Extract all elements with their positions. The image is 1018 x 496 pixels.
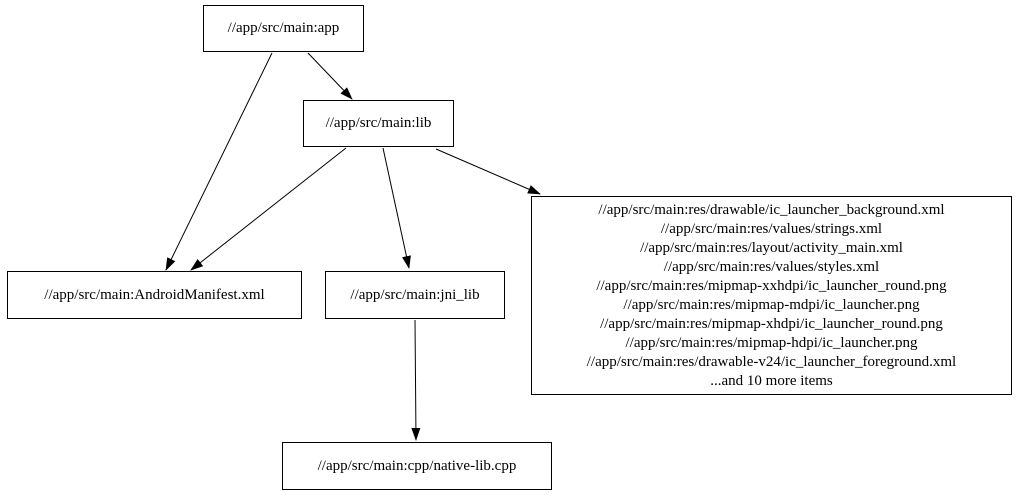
- resource-item: //app/src/main:res/mipmap-xhdpi/ic_launc…: [600, 315, 943, 332]
- resource-item: //app/src/main:res/mipmap-hdpi/ic_launch…: [625, 334, 918, 351]
- resource-item-more: ...and 10 more items: [710, 372, 833, 389]
- edge-app-to-android_manifest: [165, 52, 273, 271]
- node-lib-label: //app/src/main:lib: [325, 115, 432, 131]
- node-android-manifest: //app/src/main:AndroidManifest.xml: [7, 271, 302, 319]
- node-android-manifest-label: //app/src/main:AndroidManifest.xml: [44, 286, 265, 303]
- node-app: //app/src/main:app: [203, 5, 364, 52]
- resource-item: //app/src/main:res/mipmap-mdpi/ic_launch…: [623, 296, 920, 313]
- node-app-label: //app/src/main:app: [227, 20, 340, 36]
- edge-lib-to-jni_lib: [382, 147, 411, 269]
- node-resources: //app/src/main:res/drawable/ic_launcher_…: [531, 196, 1012, 395]
- node-jni-lib-label: //app/src/main:jni_lib: [350, 286, 480, 303]
- resource-item: //app/src/main:res/values/strings.xml: [660, 220, 883, 237]
- resource-item: //app/src/main:res/drawable/ic_launcher_…: [598, 201, 945, 218]
- resource-item: //app/src/main:res/values/styles.xml: [663, 258, 880, 275]
- node-native-lib-cpp-label: //app/src/main:cpp/native-lib.cpp: [317, 457, 517, 474]
- node-jni-lib: //app/src/main:jni_lib: [325, 271, 505, 319]
- node-native-lib-cpp: //app/src/main:cpp/native-lib.cpp: [282, 442, 552, 490]
- edge-app-to-lib: [307, 52, 353, 100]
- edge-jni_lib-to-native_lib: [411, 319, 421, 441]
- edge-lib-to-resources: [435, 148, 541, 195]
- resource-item: //app/src/main:res/drawable-v24/ic_launc…: [586, 353, 957, 370]
- edge-lib-to-android_manifest: [190, 147, 347, 271]
- resource-item: //app/src/main:res/layout/activity_main.…: [640, 239, 903, 256]
- resource-item: //app/src/main:res/mipmap-xxhdpi/ic_laun…: [596, 277, 947, 294]
- node-lib: //app/src/main:lib: [303, 100, 454, 147]
